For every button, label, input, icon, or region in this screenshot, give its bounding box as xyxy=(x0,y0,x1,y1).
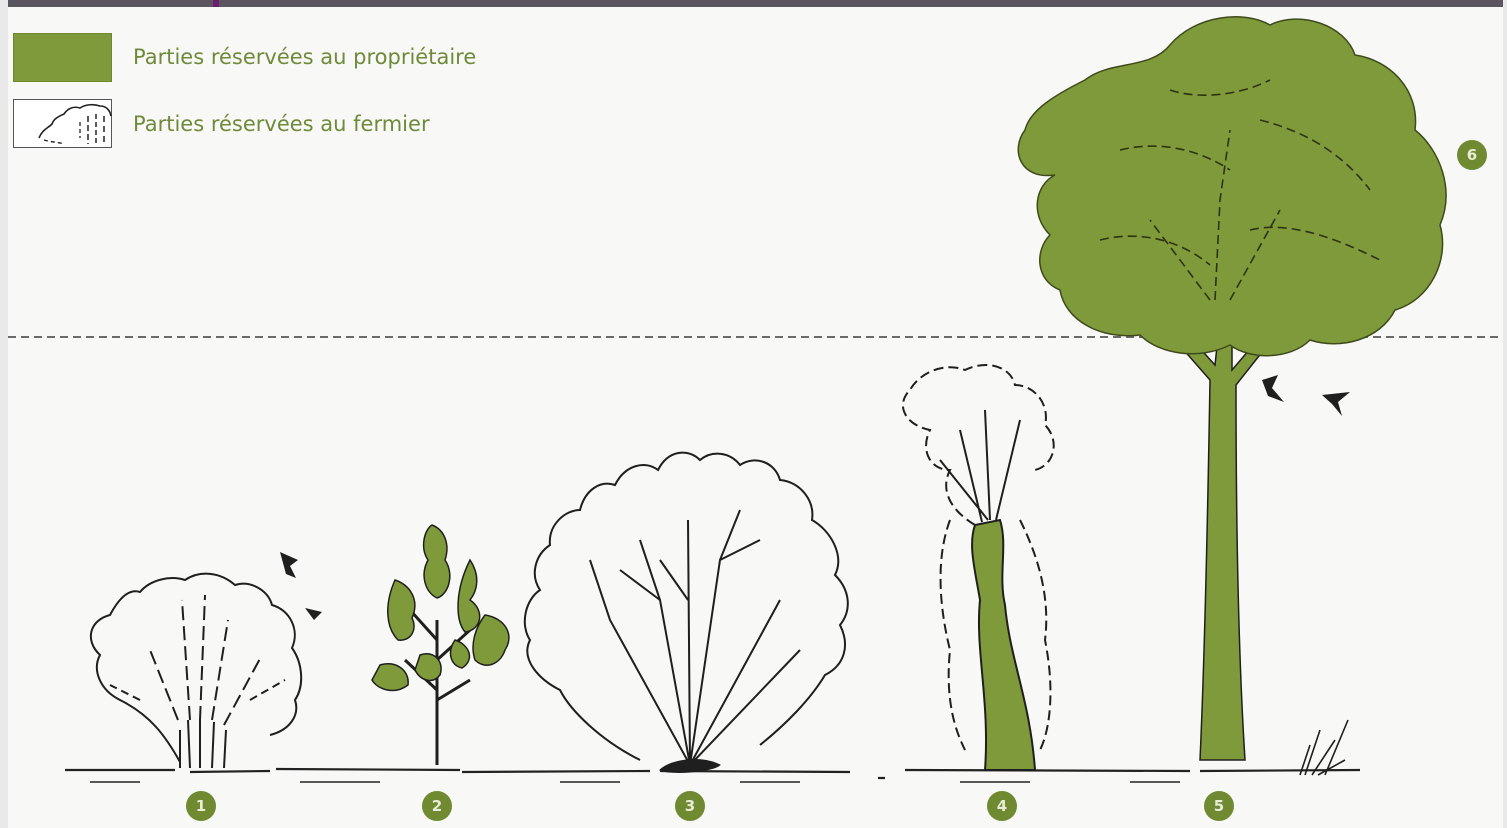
plant-5-tall-tree xyxy=(1018,17,1446,760)
top-height-badge: 6 xyxy=(1457,140,1487,170)
svg-text:2: 2 xyxy=(432,797,442,815)
plant-number-badge: 1 xyxy=(186,791,216,821)
bird-icon xyxy=(280,552,322,628)
plant-number-badge: 5 xyxy=(1204,791,1234,821)
plant-number-badge: 4 xyxy=(987,791,1017,821)
plant-number-badge: 3 xyxy=(675,791,705,821)
svg-text:5: 5 xyxy=(1214,797,1224,815)
grass-tuft xyxy=(1300,720,1348,775)
plant-4-pollard-tree xyxy=(903,365,1054,770)
svg-text:6: 6 xyxy=(1467,146,1477,164)
bird-icon xyxy=(1262,375,1350,416)
svg-text:1: 1 xyxy=(196,797,206,815)
plant-2-young-tree xyxy=(372,525,509,765)
plant-number-badge: 2 xyxy=(422,791,452,821)
plant-1-shrub xyxy=(91,574,301,768)
plant-3-coppice-shrub xyxy=(525,453,848,773)
svg-text:4: 4 xyxy=(997,797,1007,815)
ground-line xyxy=(65,769,1360,782)
svg-text:3: 3 xyxy=(685,797,695,815)
